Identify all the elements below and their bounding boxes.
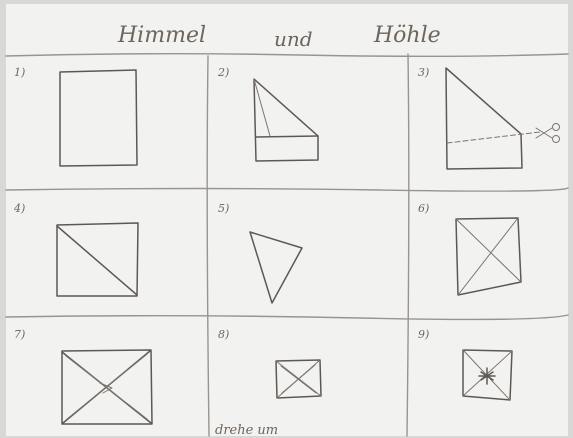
- title-word-und: und: [274, 27, 313, 51]
- step-5-number: 5): [218, 202, 229, 215]
- title-word-hoehle: Höhle: [373, 23, 441, 48]
- step-8-number: 8): [218, 328, 229, 341]
- title-word-himmel: Himmel: [117, 23, 206, 48]
- step-7-number: 7): [14, 328, 25, 341]
- step-3-number: 3): [418, 66, 429, 79]
- step-2-number: 2): [217, 66, 229, 79]
- step-1-number: 1): [14, 66, 25, 79]
- step-9-number: 9): [418, 328, 429, 341]
- step-2-fold-line: [256, 136, 318, 137]
- step-8-note: drehe um: [215, 423, 278, 438]
- step-6-number: 6): [418, 202, 429, 215]
- step-4-number: 4): [13, 202, 25, 215]
